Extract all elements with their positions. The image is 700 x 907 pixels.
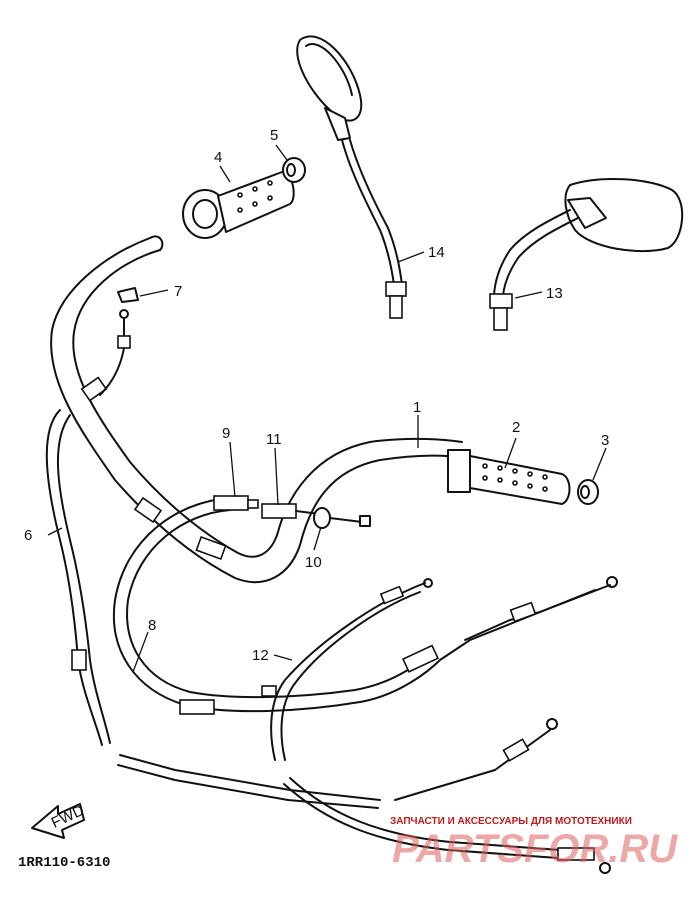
callout-10: 10: [305, 554, 322, 571]
throttle-cap: [282, 157, 306, 183]
cable-guide: [99, 287, 139, 396]
callout-9: 9: [222, 425, 230, 442]
callout-6: 6: [24, 527, 32, 544]
bar-end: [577, 479, 599, 505]
cable-nut-10: [313, 507, 371, 529]
callout-4: 4: [214, 149, 222, 166]
handlebar: [50, 235, 463, 584]
callout-12: 12: [252, 647, 269, 664]
fwd-arrow: FWD: [31, 802, 87, 839]
throttle-grip: [182, 171, 295, 239]
cable-right-upper: [464, 576, 618, 641]
watermark-logo: PARTSFOR.RU: [392, 827, 678, 871]
mirror-right: [489, 178, 684, 331]
callout-7: 7: [174, 283, 182, 300]
callout-3: 3: [601, 432, 609, 449]
callout-13: 13: [546, 285, 563, 302]
watermark-text: ЗАПЧАСТИ И АКСЕССУАРЫ ДЛЯ МОТОТЕХНИКИ: [390, 816, 632, 827]
callout-11: 11: [266, 431, 282, 448]
callout-1: 1: [413, 399, 421, 416]
cable-8: [112, 497, 596, 809]
callout-14: 14: [428, 244, 445, 261]
mirror-left: [296, 35, 407, 319]
cable-right-lower: [283, 718, 611, 874]
callout-5: 5: [270, 127, 278, 144]
cable-6: [45, 409, 111, 746]
callout-8: 8: [148, 617, 156, 634]
leader-lines: [47, 144, 607, 673]
grip-right: [447, 449, 571, 505]
diagram-code: 1RR110-6310: [18, 855, 110, 871]
cable-12: [261, 578, 433, 761]
callout-2: 2: [512, 419, 520, 436]
cable-adjuster-9: [213, 495, 259, 511]
